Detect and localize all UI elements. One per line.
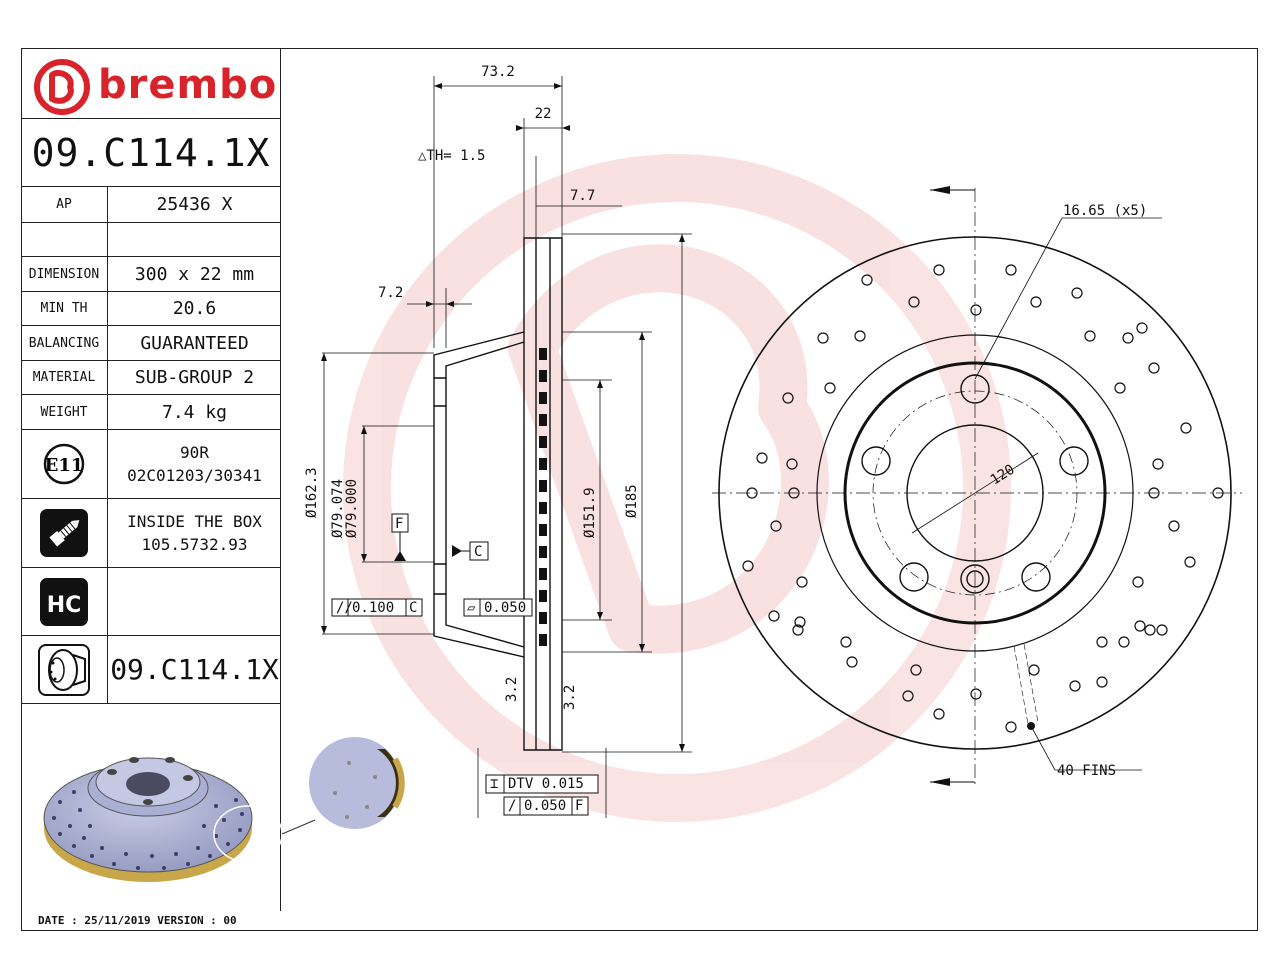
front-view bbox=[712, 186, 1242, 788]
tol-dtv: DTV 0.015 bbox=[508, 776, 584, 792]
arrowheads bbox=[321, 83, 685, 752]
disc-icon-cell bbox=[21, 636, 108, 703]
spec-row-balancing: BALANCING GUARANTEED bbox=[21, 325, 281, 360]
title-block-panel bbox=[21, 48, 281, 911]
spec-label: BALANCING bbox=[21, 326, 108, 360]
hc-row: HC bbox=[21, 567, 281, 635]
box-line-1: INSIDE THE BOX bbox=[127, 512, 262, 531]
dim-fins: 40 FINS bbox=[1057, 763, 1116, 779]
hc-icon-cell: HC bbox=[21, 568, 108, 635]
box-contents-text: INSIDE THE BOX 105.5732.93 bbox=[108, 499, 281, 567]
approval-line-2: 02C01203/30341 bbox=[127, 466, 262, 485]
cross-drilled-holes bbox=[742, 264, 1224, 733]
spec-value: 20.6 bbox=[172, 298, 217, 319]
spec-label: AP bbox=[21, 187, 108, 222]
dim-d185: Ø185 bbox=[624, 484, 640, 518]
spec-value: 300 x 22 mm bbox=[134, 263, 255, 285]
dim-d151: Ø151.9 bbox=[582, 487, 598, 538]
spec-label: WEIGHT bbox=[21, 395, 108, 429]
dim-thickness: 22 bbox=[535, 106, 552, 122]
spec-row-empty bbox=[21, 222, 281, 256]
spec-value: 25436 X bbox=[156, 194, 233, 215]
svg-text:⌶: ⌶ bbox=[490, 776, 498, 792]
dim-hat-wall: 7.2 bbox=[378, 285, 403, 301]
box-line-2: 105.5732.93 bbox=[141, 535, 248, 554]
dim-th-delta: △TH= 1.5 bbox=[418, 148, 485, 164]
tol-runout-ref: F bbox=[575, 798, 583, 814]
spec-label: MATERIAL bbox=[21, 361, 108, 394]
footer-part-number: 09.C114.1X bbox=[110, 653, 279, 686]
section-view bbox=[433, 237, 563, 751]
footer-part-row: 09.C114.1X bbox=[21, 635, 281, 704]
roughness-right: 3.2 bbox=[562, 685, 578, 710]
disc-3d-render bbox=[43, 737, 405, 882]
spec-row-dimension: DIMENSION 300 x 22 mm bbox=[21, 256, 281, 291]
svg-text:▱: ▱ bbox=[467, 600, 476, 616]
brembo-logo-icon bbox=[34, 59, 90, 115]
svg-text://: // bbox=[336, 600, 353, 616]
datum-c-label: C bbox=[474, 544, 482, 560]
datum-boxes bbox=[331, 513, 599, 816]
dim-bolt-holes: 16.65 (x5) bbox=[1063, 203, 1147, 219]
tol-parallel-ref: C bbox=[409, 600, 417, 616]
box-icon-cell bbox=[21, 499, 108, 567]
tol-runout: 0.050 bbox=[524, 798, 566, 814]
approval-line-1: 90R bbox=[180, 443, 209, 462]
date-version-line: DATE : 25/11/2019 VERSION : 00 bbox=[38, 914, 237, 927]
technical-drawing: 73.2 22 △TH= 1.5 7.7 7.2 Ø162.3 Ø79.074 … bbox=[304, 64, 1242, 822]
section-vents bbox=[539, 348, 547, 646]
dim-d79074: Ø79.074 bbox=[330, 479, 346, 538]
dim-d79000: Ø79.000 bbox=[344, 479, 360, 538]
approval-row: E11 90R 02C01203/30341 bbox=[21, 429, 281, 498]
e-mark-label: E11 bbox=[45, 455, 84, 476]
hc-icon: HC bbox=[40, 577, 88, 626]
sheet-border bbox=[21, 48, 1258, 931]
spec-row-weight: WEIGHT 7.4 kg bbox=[21, 394, 281, 429]
spec-value: SUB-GROUP 2 bbox=[134, 367, 255, 388]
roughness-left: 3.2 bbox=[504, 677, 520, 702]
spec-value: 7.4 kg bbox=[161, 401, 228, 423]
spec-value: GUARANTEED bbox=[140, 332, 249, 354]
brand-watermark bbox=[343, 154, 1011, 822]
e-mark-icon: E11 bbox=[43, 443, 85, 485]
brand-wordmark: brembo bbox=[98, 62, 278, 108]
screw-icon bbox=[40, 509, 88, 557]
tol-flatness: 0.050 bbox=[484, 600, 526, 616]
svg-text:/: / bbox=[508, 798, 516, 814]
section-dimension-lines bbox=[322, 76, 692, 818]
box-contents-row: INSIDE THE BOX 105.5732.93 bbox=[21, 498, 281, 567]
hc-icon-label: HC bbox=[47, 593, 82, 618]
disc-side-icon bbox=[38, 643, 90, 696]
hc-value bbox=[108, 568, 281, 635]
approval-text: 90R 02C01203/30341 bbox=[108, 430, 281, 498]
spec-row-material: MATERIAL SUB-GROUP 2 bbox=[21, 360, 281, 394]
datum-f-label: F bbox=[395, 516, 403, 532]
spec-value bbox=[108, 223, 281, 256]
approval-icon-cell: E11 bbox=[21, 430, 108, 498]
dim-d162: Ø162.3 bbox=[304, 467, 320, 518]
spec-row-min-th: MIN TH 20.6 bbox=[21, 291, 281, 325]
dim-cheek: 7.7 bbox=[570, 188, 595, 204]
dim-overall-height: 73.2 bbox=[481, 64, 515, 80]
tol-parallel: 0.100 bbox=[352, 600, 394, 616]
spec-label: MIN TH bbox=[21, 292, 108, 325]
part-number: 09.C114.1X bbox=[21, 118, 281, 186]
spec-row-ap: AP 25436 X bbox=[21, 186, 281, 222]
spec-label: DIMENSION bbox=[21, 257, 108, 291]
spec-label bbox=[21, 223, 108, 256]
